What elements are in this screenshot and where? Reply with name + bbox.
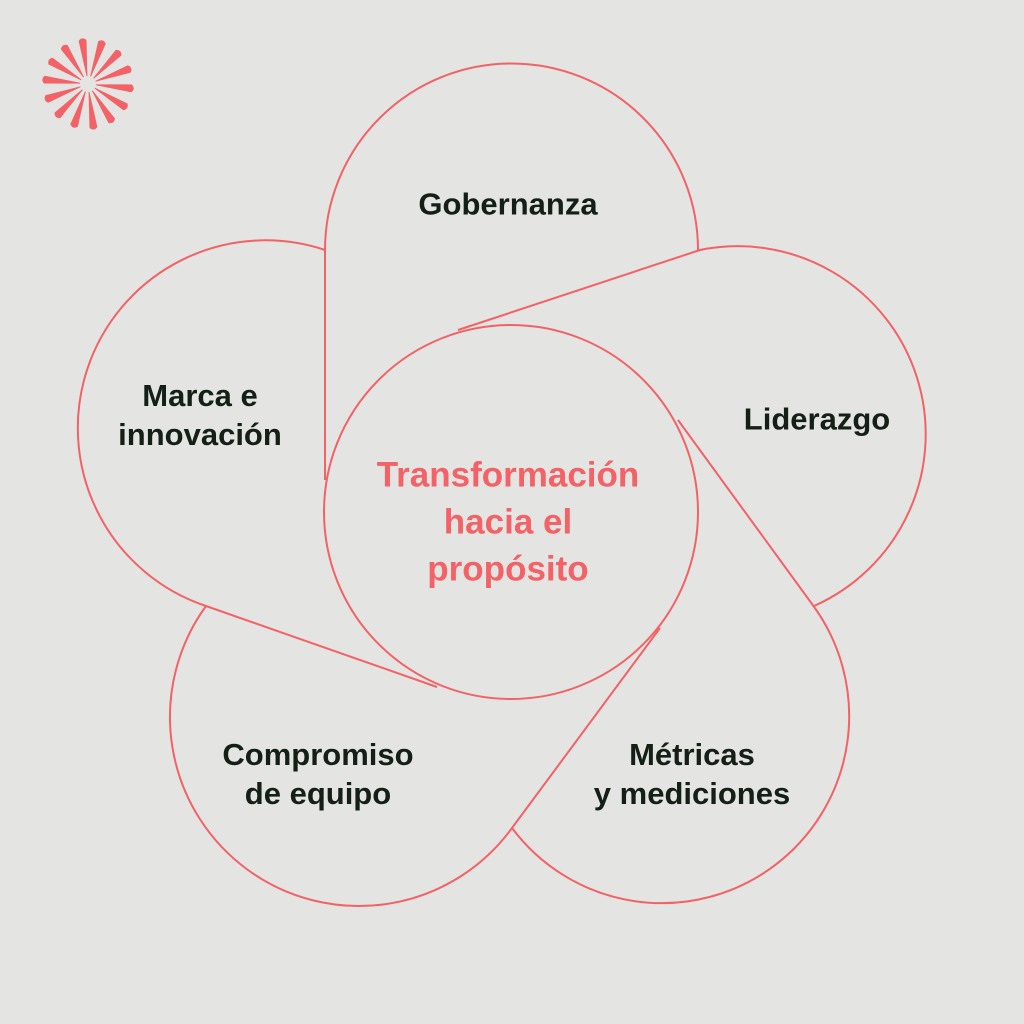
compromiso-line-1: Compromiso [222, 737, 414, 772]
sunburst-ray [95, 84, 134, 93]
sunburst-ray [70, 91, 86, 128]
sunburst-ray [42, 75, 81, 84]
petal-label-marca: Marca e innovación [118, 376, 282, 454]
center-line-1: Transformación [376, 455, 640, 495]
petal-liderazgo [457, 245, 927, 607]
gobernanza-text: Gobernanza [418, 186, 598, 222]
center-label: Transformación hacia el propósito [377, 452, 640, 593]
petal-label-liderazgo: Liderazgo [744, 400, 890, 439]
marca-line-1: Marca e [142, 378, 258, 413]
sunburst-ray [90, 40, 106, 77]
sunburst-ray [44, 86, 81, 103]
metricas-line-2: y mediciones [593, 776, 791, 811]
petal-label-metricas: Métricas y mediciones [594, 735, 790, 813]
sunburst-ray [78, 38, 88, 77]
petal-label-compromiso: Compromiso de equipo [222, 735, 413, 813]
petal-metricas [511, 419, 851, 905]
center-line-2: hacia el [443, 502, 573, 542]
sunburst-ray [95, 65, 132, 82]
sunburst-ray [54, 89, 83, 119]
center-circle [323, 324, 699, 700]
sunburst-ray [91, 90, 116, 124]
sunburst-ray [88, 91, 98, 130]
petal-label-gobernanza: Gobernanza [418, 185, 597, 224]
petal-gobernanza [324, 62, 699, 252]
center-line-3: propósito [427, 549, 589, 589]
sunburst-ray [60, 44, 85, 78]
marca-line-2: innovación [118, 417, 282, 452]
petal-compromiso [169, 605, 661, 907]
compromiso-line-2: de equipo [244, 776, 392, 811]
petal-marca [76, 239, 438, 688]
metricas-line-1: Métricas [629, 737, 755, 772]
liderazgo-text: Liderazgo [743, 401, 891, 437]
sunburst-icon [42, 38, 134, 130]
sunburst-ray [94, 87, 128, 111]
sunburst-ray [93, 49, 122, 79]
sunburst-ray [48, 57, 82, 81]
